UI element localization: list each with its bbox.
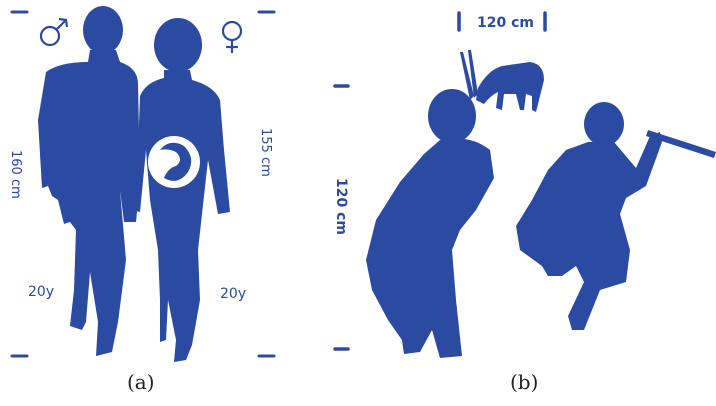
- male-age-label: 20y: [28, 284, 54, 300]
- caption-a: (a): [127, 370, 155, 394]
- female-height-label: 155 cm: [258, 128, 273, 177]
- panel-b: 120 cm 120 cm: [333, 13, 716, 358]
- crouching-figure-right: [516, 102, 716, 330]
- male-height-label: 160 cm: [8, 150, 23, 199]
- female-age-label: 20y: [220, 286, 246, 302]
- figure-height-label: 120 cm: [333, 178, 349, 235]
- animal-size-label: 120 cm: [477, 15, 534, 31]
- male-figure: [38, 6, 140, 356]
- panel-a: 160 cm 155 cm 20y 20y: [8, 6, 274, 362]
- female-symbol-icon: [223, 22, 241, 53]
- caption-b: (b): [510, 370, 538, 394]
- female-figure: [132, 18, 230, 362]
- male-symbol-icon: [41, 19, 67, 45]
- crouching-figure-left: [366, 89, 494, 358]
